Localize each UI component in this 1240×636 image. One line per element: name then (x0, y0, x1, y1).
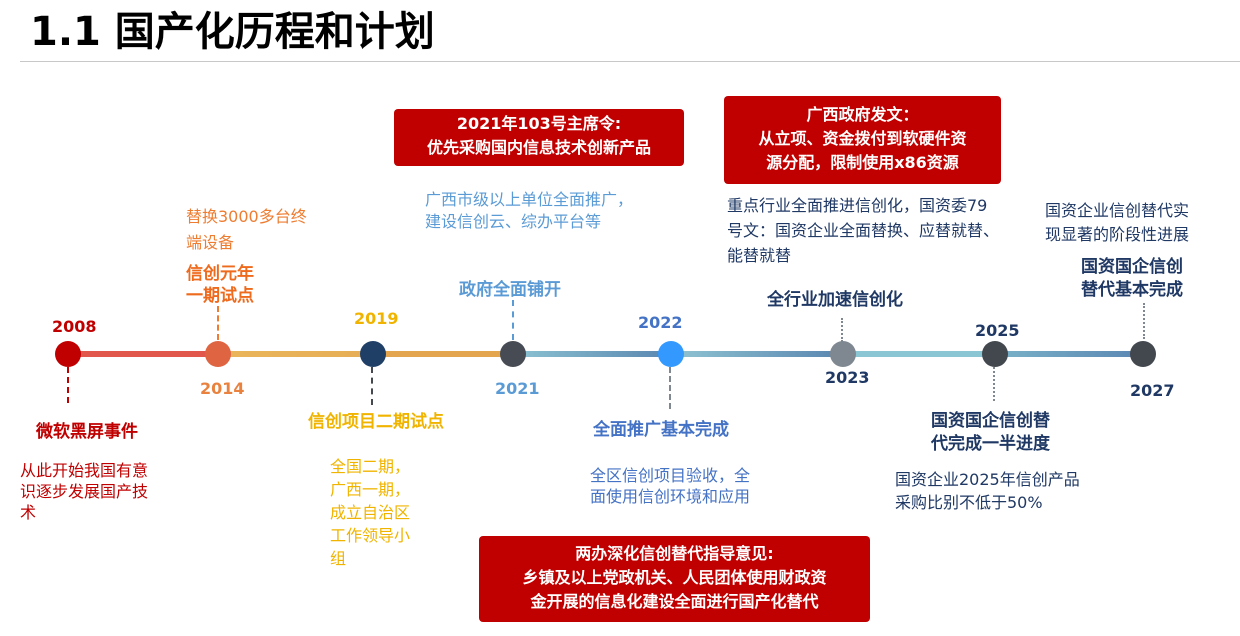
segment-2025-2027 (995, 351, 1143, 357)
node-2021[interactable] (500, 341, 526, 367)
connector-2008 (67, 367, 69, 403)
event-2025-title-line1: 国资国企信创替 (931, 411, 1050, 431)
event-2021-desc: 广西市级以上单位全面推广，建设信创云、综办平台等 (425, 190, 634, 231)
segment-2014-2019 (218, 351, 373, 357)
event-2014-desc: 替换3000多台终端设备 (186, 207, 307, 252)
connector-2023 (841, 318, 843, 342)
node-2025[interactable] (982, 341, 1008, 367)
guangxi-gov-line1: 广西政府发文： (806, 105, 919, 124)
year-2027: 2027 (1130, 381, 1175, 400)
event-2027-desc-line2: 现显著的阶段性进展 (1045, 225, 1190, 244)
segment-2008-2014 (68, 351, 218, 357)
connector-2027 (1143, 303, 1145, 339)
connector-2022 (669, 367, 671, 409)
year-2025: 2025 (975, 321, 1020, 340)
guidance-line3: 金开展的信息化建设全面进行国产化替代 (530, 592, 819, 611)
event-2019-desc: 全国二期， 广西一期， 成立自治区 工作领导小 组 (330, 455, 410, 570)
event-2022-desc: 全区信创项目验收，全面使用信创环境和应用 (590, 466, 751, 506)
event-2025-desc-line1: 国资企业2025年信创产品 (895, 470, 1080, 489)
event-2025-desc-line2: 采购比别不低于50% (895, 493, 1043, 512)
event-2014-title-line1: 信创元年 (186, 264, 254, 284)
guidance-line2: 乡镇及以上党政机关、人民团体使用财政资 (522, 568, 827, 587)
guidance-box: 两办深化信创替代指导意见: 乡镇及以上党政机关、人民团体使用财政资 金开展的信息… (479, 536, 870, 622)
node-2019[interactable] (360, 341, 386, 367)
event-2019-desc-line: 工作领导小 (330, 526, 411, 545)
decree-2021-line2: 优先采购国内信息技术创新产品 (426, 138, 651, 157)
segment-2021-2022 (513, 351, 671, 357)
title-divider (20, 61, 1240, 62)
node-2023[interactable] (830, 341, 856, 367)
guangxi-gov-box: 广西政府发文： 从立项、资金拨付到软硬件资 源分配，限制使用x86资源 (724, 96, 1001, 184)
segment-2022-2023 (671, 351, 843, 357)
event-2014-title-line2: 一期试点 (186, 286, 254, 306)
event-2021-title: 政府全面铺开 (459, 280, 561, 300)
segment-2019-2021 (373, 351, 513, 357)
event-2019-desc-line: 全国二期， (330, 457, 411, 476)
connector-2021 (512, 300, 514, 340)
event-2023-desc: 重点行业全面推进信创化，国资委79号文：国资企业全面替换、应替就替、能替就替 (727, 196, 1000, 265)
year-2021: 2021 (495, 379, 540, 398)
decree-2021-line1: 2021年103号主席令: (456, 114, 622, 133)
event-2019-desc-line: 组 (330, 549, 347, 568)
event-2019-desc-line: 成立自治区 (330, 503, 411, 522)
year-2023: 2023 (825, 368, 870, 387)
event-2019-desc-line: 广西一期， (330, 480, 411, 499)
event-2022-title: 全面推广基本完成 (593, 420, 729, 440)
event-2027-title-line1: 国资国企信创 (1081, 257, 1183, 277)
node-2027[interactable] (1130, 341, 1156, 367)
segment-2023-2025 (843, 351, 995, 357)
year-2022: 2022 (638, 313, 683, 332)
event-2019-title: 信创项目二期试点 (308, 412, 444, 432)
event-2023-title: 全行业加速信创化 (767, 290, 903, 310)
node-2014[interactable] (205, 341, 231, 367)
event-2027-title-line2: 替代基本完成 (1081, 280, 1183, 300)
guangxi-gov-line2: 从立项、资金拨付到软硬件资 (758, 129, 967, 148)
page-title: 1.1 国产化历程和计划 (30, 9, 435, 55)
node-2022[interactable] (658, 341, 684, 367)
year-2019: 2019 (354, 309, 399, 328)
connector-2019 (371, 367, 373, 405)
guidance-line1: 两办深化信创替代指导意见: (575, 544, 774, 563)
year-2014: 2014 (200, 379, 245, 398)
event-2025-title-line2: 代完成一半进度 (931, 434, 1050, 454)
guangxi-gov-line3: 源分配，限制使用x86资源 (766, 153, 959, 172)
event-2008-desc: 从此开始我国有意识逐步发展国产技术 (20, 461, 149, 522)
year-2008: 2008 (52, 317, 97, 336)
connector-2014 (217, 306, 219, 340)
connector-2025 (993, 367, 995, 401)
event-2008-title: 微软黑屏事件 (36, 422, 138, 442)
node-2008[interactable] (55, 341, 81, 367)
event-2027-desc-line1: 国资企业信创替代实 (1045, 201, 1190, 220)
decree-2021-box: 2021年103号主席令: 优先采购国内信息技术创新产品 (394, 109, 684, 166)
